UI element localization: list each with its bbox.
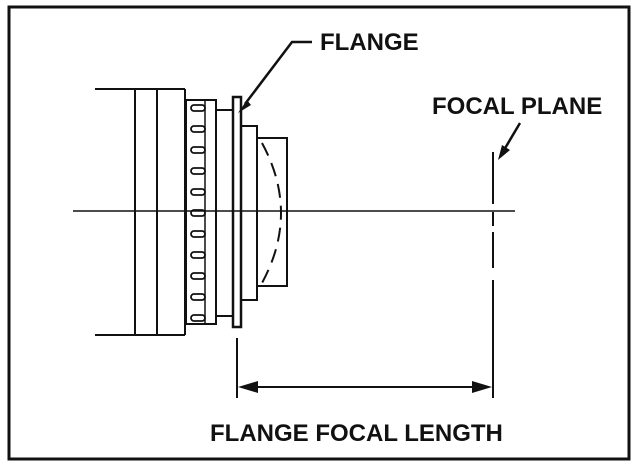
flange — [215, 95, 243, 329]
lens-body — [95, 88, 186, 336]
flange-focal-length-label: FLANGE FOCAL LENGTH — [210, 420, 503, 447]
flange-label: FLANGE — [320, 29, 419, 56]
knurl-ridge — [190, 293, 206, 301]
flange-focal-length-dimension — [236, 280, 494, 398]
dimension-arrow-right — [472, 381, 492, 393]
flange-plate — [231, 95, 243, 329]
focus-ring-ridges — [190, 104, 206, 322]
flange-leader — [238, 40, 312, 113]
dimension-arrow-left — [238, 381, 258, 393]
rear-element — [240, 125, 288, 301]
knurl-ridge — [190, 146, 206, 154]
focal-plane-label: FOCAL PLANE — [432, 93, 602, 120]
focal-plane-leader — [498, 122, 522, 160]
rear-lens-curve — [261, 142, 282, 284]
knurl-ridge — [190, 230, 206, 238]
knurl-ridge — [190, 272, 206, 280]
knurl-ridge — [190, 209, 206, 217]
diagram-frame — [7, 5, 631, 461]
focus-ring — [185, 99, 217, 325]
knurl-ridge — [190, 125, 206, 133]
knurl-ridge — [190, 314, 206, 322]
knurl-ridge — [190, 167, 206, 175]
knurl-ridge — [190, 188, 206, 196]
knurl-ridge — [190, 251, 206, 259]
knurl-ridge — [190, 104, 206, 112]
